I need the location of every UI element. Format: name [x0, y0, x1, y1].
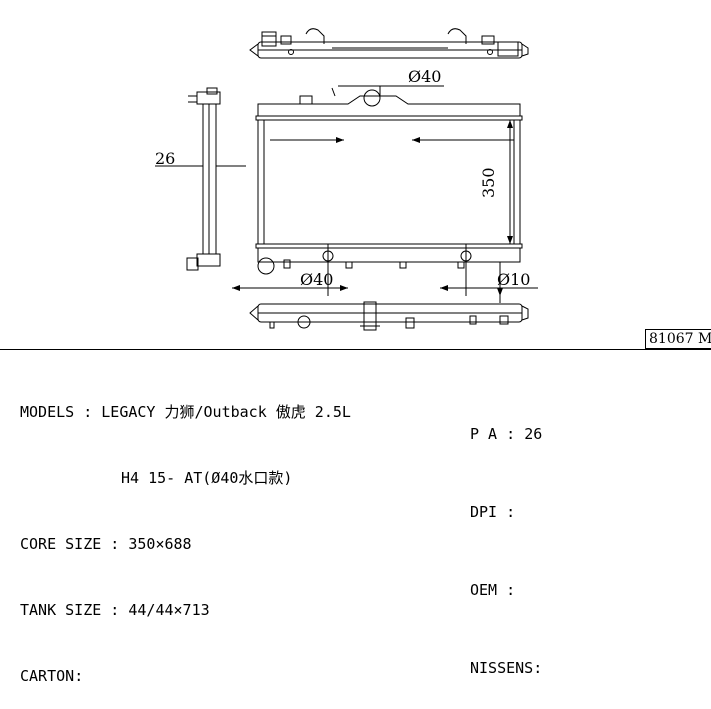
part-code-box: 81067 M [645, 329, 711, 349]
pa-label: P A [470, 425, 498, 443]
outlet-diameter-label: Ø40 [300, 270, 333, 289]
specs-left: MODELS : LEGACY 力狮/Outback 傲虎 2.5L H4 15… [20, 357, 351, 709]
models-row: MODELS : LEGACY 力狮/Outback 傲虎 2.5L [20, 403, 351, 421]
nissens-row: NISSENS: [470, 659, 543, 677]
carton-row: CARTON: [20, 667, 84, 685]
tank-size-value: 44/44×713 [128, 601, 210, 619]
oem-label: OEM [470, 581, 498, 599]
dpi-row: DPI : [470, 503, 525, 521]
small-diameter-label: Ø10 [497, 270, 530, 289]
inlet-diameter-label: Ø40 [408, 67, 441, 86]
core-size-row: CORE SIZE : 350×688 [20, 535, 192, 553]
radiator-drawing: Ø40 Ø40 Ø10 26 350 [155, 28, 538, 331]
part-code: 81067 M [649, 331, 711, 347]
pa-row: P A : 26 [470, 425, 543, 443]
oem-row: OEM : [470, 581, 525, 599]
nissens-label: NISSENS [470, 659, 534, 677]
depth-label: 26 [155, 149, 175, 168]
separator-line [0, 349, 711, 350]
side-view [155, 87, 246, 271]
carton-label: CARTON [20, 667, 75, 685]
models-value: LEGACY 力狮/Outback 傲虎 2.5L [101, 403, 351, 421]
dpi-label: DPI [470, 503, 498, 521]
specs-right: P A : 26 DPI : OEM : NISSENS: [470, 369, 542, 707]
top-tank-view [249, 28, 529, 59]
bottom-tank-view [249, 301, 529, 331]
front-view [255, 86, 523, 296]
core-size-value: 350×688 [128, 535, 192, 553]
tank-size-row: TANK SIZE : 44/44×713 [20, 601, 210, 619]
models-label: MODELS [20, 403, 75, 421]
height-label: 350 [479, 167, 498, 198]
core-size-label: CORE SIZE [20, 535, 102, 553]
pa-value: 26 [524, 425, 543, 443]
tank-size-label: TANK SIZE [20, 601, 102, 619]
models-value-2: H4 15- AT(Ø40水口款) [121, 469, 293, 487]
models-row-2: H4 15- AT(Ø40水口款) [20, 467, 351, 489]
